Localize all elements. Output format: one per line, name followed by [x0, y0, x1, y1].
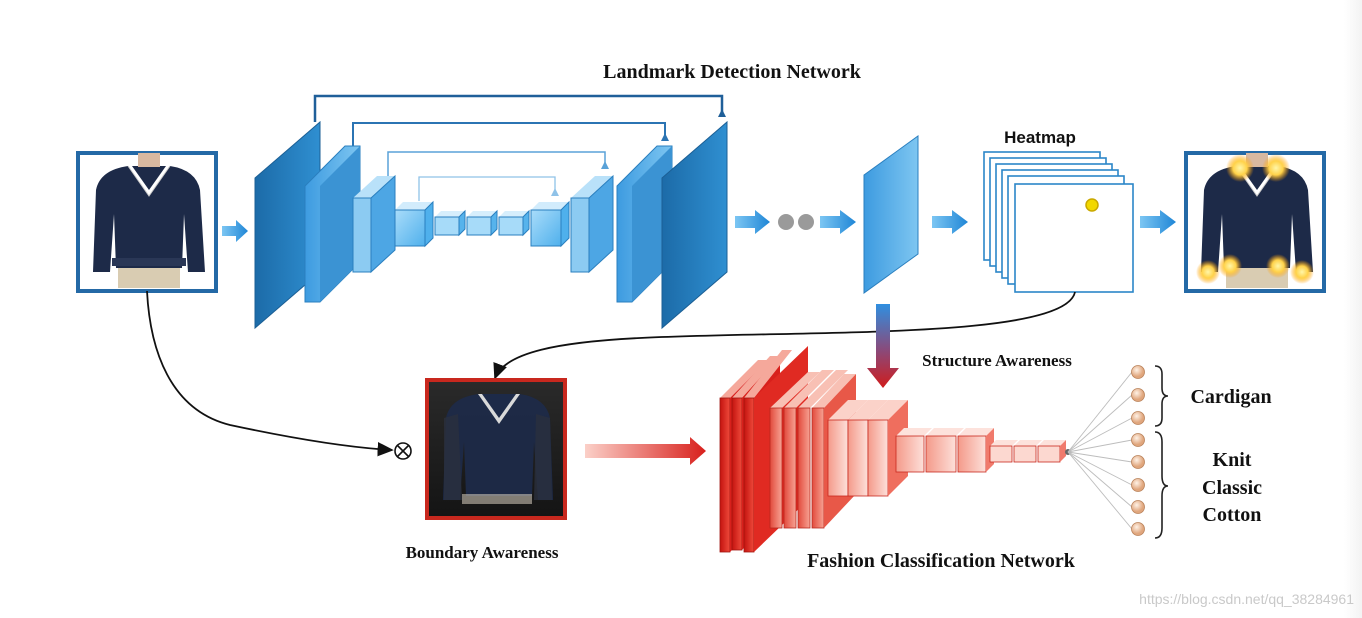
structure-awareness-label: Structure Awareness	[922, 351, 1072, 370]
sweater-figure-icon	[93, 153, 205, 288]
category-label: Cardigan	[1190, 386, 1271, 408]
skip-connection-1	[313, 94, 724, 122]
output-node	[1131, 478, 1145, 492]
landmark-output-arrow	[1140, 210, 1176, 234]
hourglass-encoder-decoder	[254, 120, 728, 330]
output-node	[1131, 365, 1145, 379]
conv-layer-5	[434, 216, 460, 236]
conv-layer-7	[498, 216, 524, 236]
boundary-to-classification-arrow	[585, 437, 706, 465]
heatmap-label: Heatmap	[1004, 128, 1076, 147]
output-node	[1131, 500, 1145, 514]
skip-connection-2	[352, 122, 666, 146]
structure-awareness-arrow	[867, 304, 899, 388]
attribute-label: Cotton	[1203, 504, 1262, 526]
landmark-output-image	[1184, 151, 1326, 293]
conv-layer-6	[466, 216, 492, 236]
category-brace	[1154, 365, 1169, 427]
red-conv-block-4	[895, 428, 994, 473]
landmark-glow-icons	[1196, 154, 1314, 284]
watermark: https://blog.csdn.net/qq_38284961	[1139, 591, 1354, 607]
sweater-figure-icon	[443, 394, 553, 504]
heatmap-stack	[983, 151, 1134, 293]
conv-layer-8	[530, 209, 562, 247]
conv-layer-11	[661, 120, 728, 330]
red-fc-layers	[989, 440, 1071, 463]
landmark-network-title: Landmark Detection Network	[603, 61, 862, 83]
output-node	[1131, 388, 1145, 402]
attribute-label: Knit	[1213, 449, 1252, 471]
output-node	[1131, 433, 1145, 447]
landmark-point-icon	[1085, 198, 1099, 212]
output-nodes	[1131, 365, 1145, 536]
input-to-multiply-curve	[146, 290, 394, 457]
output-node	[1131, 455, 1145, 469]
classification-network	[719, 346, 1071, 553]
circled-times-icon	[394, 442, 412, 460]
conv-layer-4	[394, 209, 426, 247]
classification-network-title: Fashion Classification Network	[807, 550, 1076, 572]
stack-continue-arrow	[820, 210, 856, 234]
conv-layer-9	[570, 197, 590, 273]
output-node	[1131, 411, 1145, 425]
gray-dots-icon	[778, 214, 814, 230]
input-image	[76, 151, 218, 293]
attribute-label: Classic	[1202, 477, 1262, 499]
output-node	[1131, 522, 1145, 536]
boundary-awareness-image	[425, 378, 567, 520]
page-edge-shade	[1344, 0, 1362, 618]
heatmap-to-boundary-curve	[493, 291, 1076, 380]
input-arrow	[222, 220, 248, 242]
skip-connection-4	[418, 176, 556, 201]
skip-connections	[313, 94, 726, 201]
conv-layer-3	[352, 197, 372, 273]
heatmap-arrow	[932, 210, 968, 234]
attribute-brace	[1154, 431, 1169, 539]
skip-connection-3	[387, 151, 606, 177]
output-connections	[1067, 371, 1133, 530]
hourglass-output-arrow	[735, 210, 770, 234]
landmark-feature-layer	[863, 135, 919, 294]
boundary-awareness-label: Boundary Awareness	[406, 543, 559, 562]
heatmap-front	[1014, 183, 1134, 293]
